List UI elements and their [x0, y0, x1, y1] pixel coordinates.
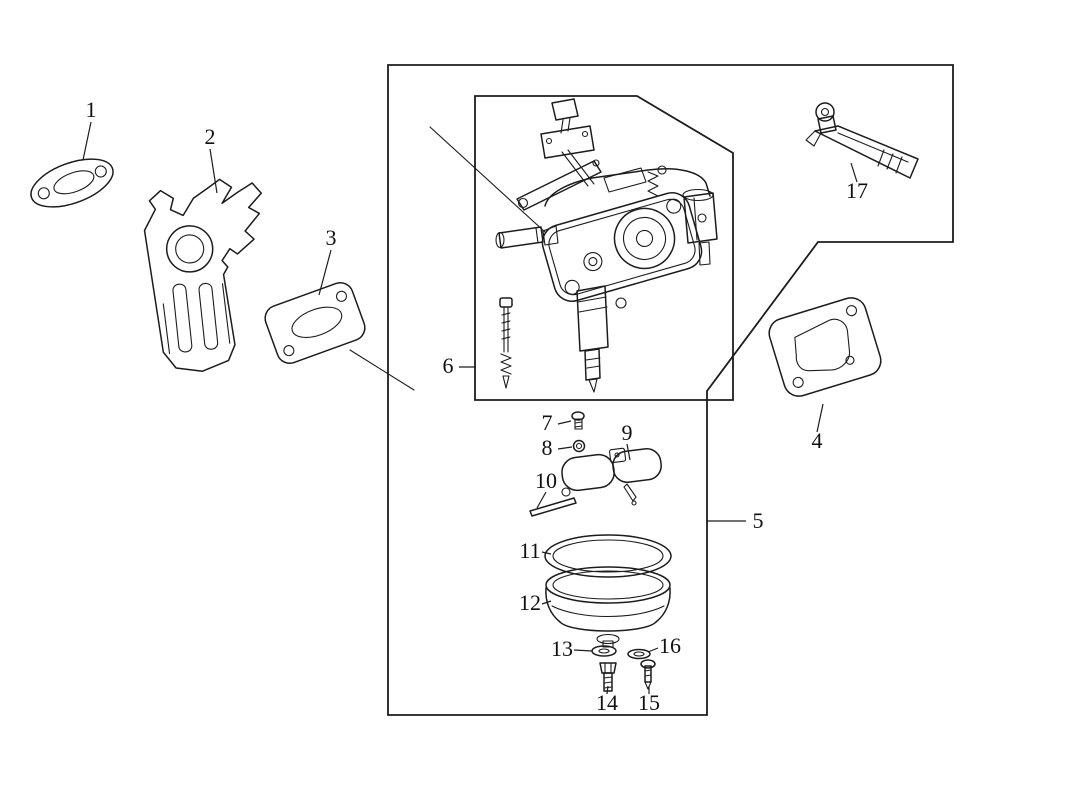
part-1-gasket [30, 158, 114, 208]
part-16-washer [627, 648, 651, 660]
part-3-gasket [264, 281, 366, 365]
leader-line-16 [647, 647, 659, 653]
label-group-16: 16 [647, 633, 681, 658]
vent-standpipe [682, 188, 718, 266]
part-17-choke-rod [805, 102, 919, 179]
part-label-9: 9 [622, 420, 633, 445]
label-group-15: 15 [638, 686, 660, 715]
label-group-11: 11 [519, 538, 552, 563]
part-2-insulator [143, 178, 263, 372]
part-11-bowl-gasket [544, 534, 672, 578]
leader-line-12 [541, 600, 552, 605]
leader-line-2 [209, 148, 218, 194]
part-label-10: 10 [535, 468, 557, 493]
label-group-3: 3 [318, 225, 337, 296]
part-7-screw [571, 411, 585, 430]
choke-bracket [540, 125, 595, 159]
label-group-13: 13 [551, 636, 593, 661]
venturi-bore [613, 207, 676, 270]
leader-line-17 [850, 162, 858, 183]
leader-line-14 [606, 685, 609, 695]
mounting-flange [541, 192, 703, 302]
leader-line-10 [536, 491, 547, 509]
label-group-12: 12 [519, 590, 552, 615]
label-group-6: 6 [443, 353, 476, 378]
part-14-drain-bolt [599, 662, 617, 692]
part-10-float-pin [529, 497, 577, 517]
part-label-7: 7 [542, 410, 553, 435]
part-label-1: 1 [86, 97, 97, 122]
main-jet-tube [576, 285, 627, 393]
leader-line-4 [816, 403, 824, 433]
label-group-5: 5 [707, 508, 764, 533]
part-label-3: 3 [326, 225, 337, 250]
part-4-gasket [768, 297, 882, 397]
label-group-7: 7 [542, 410, 572, 435]
part-label-6: 6 [443, 353, 454, 378]
leader-line-8 [557, 446, 573, 450]
inner-assembly-box [474, 95, 734, 401]
leader-line-3 [318, 249, 332, 296]
label-group-17: 17 [846, 162, 868, 203]
choke-shaft-plate [551, 98, 579, 121]
part-label-14: 14 [596, 690, 618, 715]
part-label-8: 8 [542, 435, 553, 460]
throttle-lever [516, 160, 602, 211]
leader-line-1 [82, 121, 92, 161]
leader-line-13 [573, 649, 593, 652]
part-12-float-bowl [545, 566, 671, 648]
part-6-pilot-screw [499, 297, 513, 389]
float-needle [623, 483, 637, 502]
throttle-stop-spring [647, 171, 659, 197]
throttle-stop-screw [657, 165, 667, 175]
part-label-5: 5 [753, 508, 764, 533]
part-label-13: 13 [551, 636, 573, 661]
part-label-15: 15 [638, 690, 660, 715]
label-group-8: 8 [542, 435, 573, 460]
label-group-9: 9 [622, 420, 633, 461]
part-8-nut [572, 439, 586, 453]
body-shoulder [544, 168, 711, 207]
label-group-14: 14 [596, 685, 618, 715]
fuel-inlet-pipe [495, 225, 559, 249]
carburetor-body [495, 98, 718, 393]
part-label-11: 11 [519, 538, 540, 563]
assembly-line-lower [349, 349, 415, 391]
part-label-16: 16 [659, 633, 681, 658]
part-label-4: 4 [812, 428, 823, 453]
part-label-17: 17 [846, 178, 868, 203]
leader-line-7 [557, 420, 572, 425]
leader-line-9 [626, 443, 631, 461]
part-15-screw [640, 659, 656, 690]
label-group-10: 10 [535, 468, 557, 509]
part-label-2: 2 [205, 124, 216, 149]
part-9-float [561, 447, 662, 506]
part-label-12: 12 [519, 590, 541, 615]
label-group-2: 2 [205, 124, 218, 194]
outer-boundary-box [387, 64, 954, 716]
leader-line-11 [541, 551, 552, 555]
label-group-1: 1 [82, 97, 97, 161]
assembly-line-upper [429, 126, 546, 233]
label-group-4: 4 [812, 403, 824, 453]
